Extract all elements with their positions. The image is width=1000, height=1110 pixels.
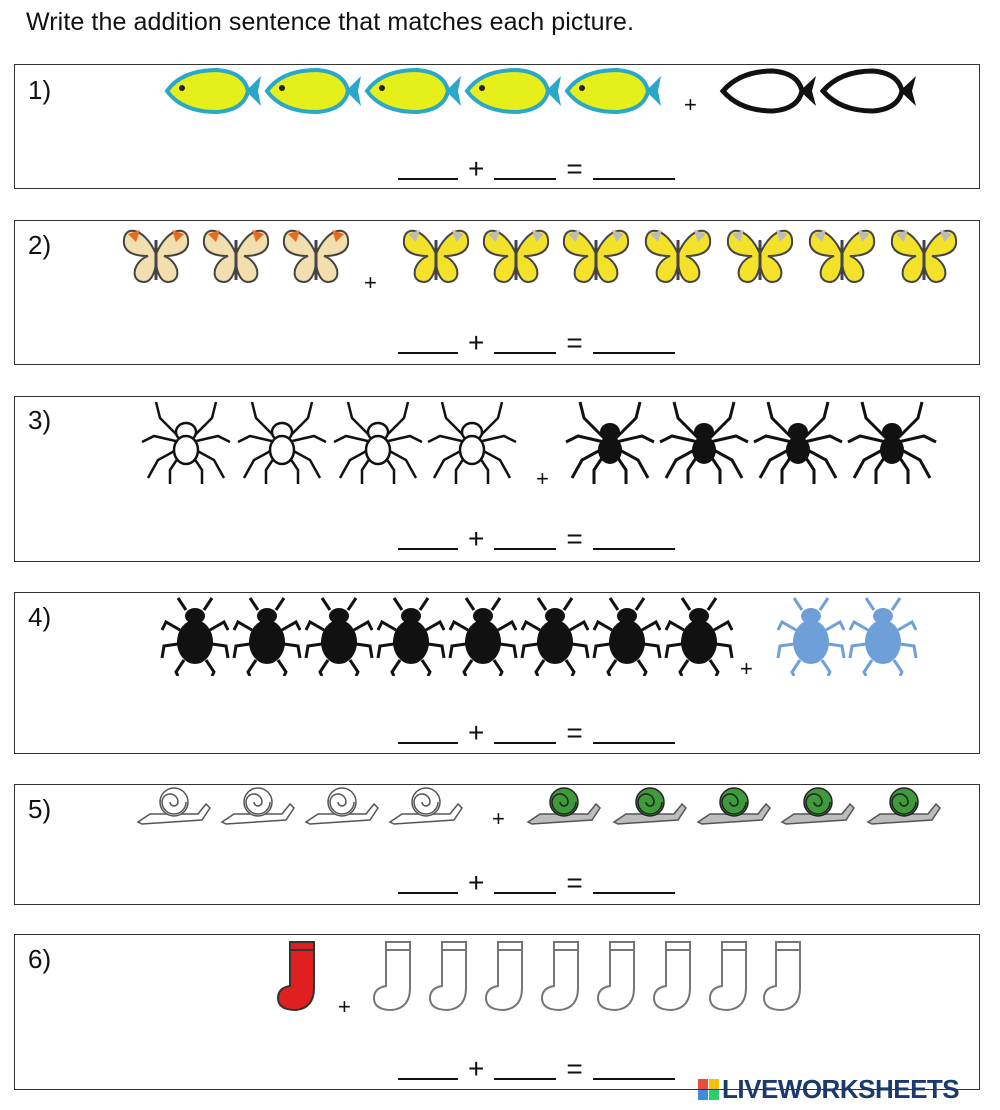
problem-6-plus: + bbox=[338, 994, 351, 1019]
beetle-icon bbox=[232, 597, 302, 676]
fish-icon bbox=[564, 67, 661, 115]
snail-icon bbox=[612, 787, 687, 825]
answer-blank-2[interactable] bbox=[494, 152, 557, 180]
spider-icon bbox=[847, 401, 937, 484]
beetle-icon bbox=[160, 597, 230, 676]
problem-6-box bbox=[14, 934, 980, 1090]
problem-4-box bbox=[14, 592, 980, 754]
answer-blank-sum[interactable] bbox=[592, 866, 675, 894]
problem-5-equation: += bbox=[398, 866, 675, 899]
snail-icon bbox=[780, 787, 855, 825]
butterfly-icon bbox=[562, 229, 630, 284]
snail-icon bbox=[220, 787, 295, 825]
beetle-icon bbox=[664, 597, 734, 676]
liveworksheets-logo: LIVEWORKSHEETS bbox=[698, 1074, 960, 1105]
sock-icon bbox=[372, 941, 411, 1012]
answer-blank-sum[interactable] bbox=[592, 152, 675, 180]
problem-2-number: 2) bbox=[28, 230, 52, 260]
butterfly-icon bbox=[122, 229, 190, 284]
butterfly-icon bbox=[202, 229, 270, 284]
answer-blank-2[interactable] bbox=[494, 716, 557, 744]
answer-blank-2[interactable] bbox=[494, 326, 557, 354]
spider-icon bbox=[237, 401, 327, 484]
beetle-icon bbox=[304, 597, 374, 676]
beetle-icon bbox=[848, 597, 918, 676]
answer-blank-sum[interactable] bbox=[592, 1052, 675, 1080]
butterfly-icon bbox=[890, 229, 958, 284]
answer-blank-1[interactable] bbox=[398, 866, 458, 894]
answer-blank-sum[interactable] bbox=[592, 522, 675, 550]
answer-blank-1[interactable] bbox=[398, 716, 458, 744]
sock-icon bbox=[484, 941, 523, 1012]
problem-1-number: 1) bbox=[28, 75, 52, 105]
butterfly-icon bbox=[808, 229, 876, 284]
beetle-icon bbox=[776, 597, 846, 676]
sock-icon bbox=[762, 941, 801, 1012]
problem-5-box bbox=[14, 784, 980, 905]
answer-blank-1[interactable] bbox=[398, 1052, 458, 1080]
beetle-icon bbox=[520, 597, 590, 676]
answer-blank-1[interactable] bbox=[398, 522, 458, 550]
fish-icon bbox=[464, 67, 561, 115]
beetle-icon bbox=[448, 597, 518, 676]
instruction-heading: Write the addition sentence that matches… bbox=[26, 8, 635, 36]
beetle-icon bbox=[592, 597, 662, 676]
problem-1-plus: + bbox=[684, 92, 697, 117]
problem-3-equation: += bbox=[398, 522, 675, 555]
fish-icon bbox=[264, 67, 361, 115]
beetle-icon bbox=[376, 597, 446, 676]
snail-icon bbox=[304, 787, 379, 825]
snail-icon bbox=[696, 787, 771, 825]
spider-icon bbox=[333, 401, 423, 484]
answer-blank-2[interactable] bbox=[494, 1052, 557, 1080]
spider-icon bbox=[753, 401, 843, 484]
problem-3-plus: + bbox=[536, 466, 549, 491]
sock-icon bbox=[428, 941, 467, 1012]
snail-icon bbox=[136, 787, 211, 825]
butterfly-icon bbox=[644, 229, 712, 284]
spider-icon bbox=[141, 401, 231, 484]
fish-icon bbox=[164, 67, 261, 115]
fish-icon bbox=[719, 68, 816, 114]
problem-4-plus: + bbox=[740, 656, 753, 681]
answer-blank-1[interactable] bbox=[398, 152, 458, 180]
snail-icon bbox=[526, 787, 601, 825]
brand-text: LIVEWORKSHEETS bbox=[722, 1074, 960, 1104]
spider-icon bbox=[565, 401, 655, 484]
sock-icon bbox=[596, 941, 635, 1012]
problem-3-box bbox=[14, 396, 980, 562]
problem-6-equation: += bbox=[398, 1052, 675, 1085]
butterfly-icon bbox=[402, 229, 470, 284]
problem-1-box bbox=[14, 64, 980, 189]
sock-icon bbox=[708, 941, 747, 1012]
sock-icon bbox=[276, 941, 315, 1012]
problem-2-plus: + bbox=[364, 270, 377, 295]
problem-5-plus: + bbox=[492, 806, 505, 831]
problem-1-equation: += bbox=[398, 152, 675, 185]
snail-icon bbox=[866, 787, 941, 825]
answer-blank-sum[interactable] bbox=[592, 716, 675, 744]
problem-5-number: 5) bbox=[28, 794, 52, 824]
problem-2-box bbox=[14, 220, 980, 365]
problem-3-number: 3) bbox=[28, 405, 52, 435]
problem-4-equation: += bbox=[398, 716, 675, 749]
answer-blank-2[interactable] bbox=[494, 866, 557, 894]
sock-icon bbox=[652, 941, 691, 1012]
spider-icon bbox=[427, 401, 517, 484]
answer-blank-sum[interactable] bbox=[592, 326, 675, 354]
problem-2-equation: += bbox=[398, 326, 675, 359]
answer-blank-1[interactable] bbox=[398, 326, 458, 354]
answer-blank-2[interactable] bbox=[494, 522, 557, 550]
liveworksheets-mark-icon bbox=[698, 1079, 720, 1101]
snail-icon bbox=[388, 787, 463, 825]
problem-6-number: 6) bbox=[28, 944, 52, 974]
fish-icon bbox=[364, 67, 461, 115]
butterfly-icon bbox=[726, 229, 794, 284]
butterfly-icon bbox=[282, 229, 350, 284]
sock-icon bbox=[540, 941, 579, 1012]
spider-icon bbox=[659, 401, 749, 484]
problem-4-number: 4) bbox=[28, 602, 52, 632]
butterfly-icon bbox=[482, 229, 550, 284]
fish-icon bbox=[819, 68, 916, 114]
